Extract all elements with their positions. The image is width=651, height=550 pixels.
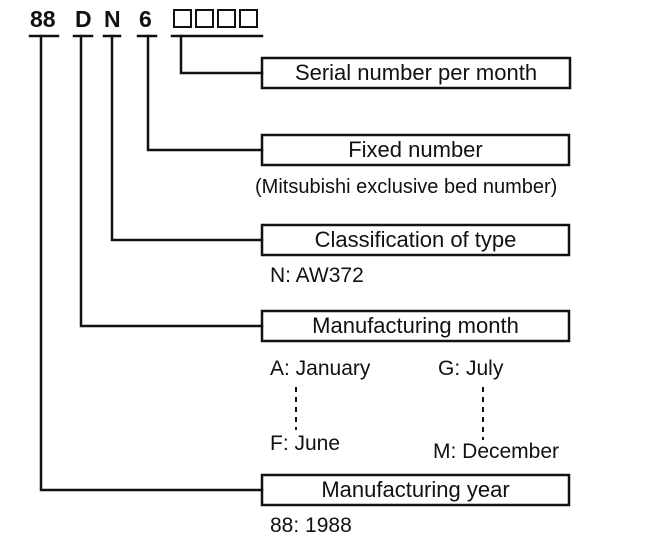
serial-digit-box — [217, 9, 236, 28]
note-year: 88: 1988 — [270, 514, 352, 537]
connector-year — [39, 34, 264, 492]
code-month: D — [75, 6, 92, 32]
month-example-a: A: January — [270, 357, 371, 380]
connector-serial — [179, 34, 264, 75]
label-month: Manufacturing month — [312, 313, 519, 338]
label-year: Manufacturing year — [321, 477, 510, 502]
box-month — [260, 309, 571, 343]
box-serial — [260, 56, 572, 90]
connector-month — [79, 34, 264, 328]
serial-digit-box — [195, 9, 214, 28]
code-fixed: 6 — [139, 6, 152, 32]
serial-digit-box — [173, 9, 192, 28]
code-type: N — [104, 6, 121, 32]
label-fixed: Fixed number — [348, 137, 483, 162]
month-example-m: M: December — [433, 440, 560, 463]
label-classification: Classification of type — [314, 227, 517, 252]
month-example-f: F: June — [270, 432, 341, 455]
connector-fixed — [146, 34, 264, 152]
serial-digit-box — [239, 9, 258, 28]
connector-classification — [110, 34, 264, 242]
box-fixed — [260, 133, 571, 167]
code-year: 88 — [30, 6, 56, 32]
box-classification — [260, 223, 571, 257]
box-year — [260, 473, 571, 507]
label-serial: Serial number per month — [294, 60, 538, 85]
note-classification: N: AW372 — [270, 264, 364, 287]
note-fixed: (Mitsubishi exclusive bed number) — [255, 176, 558, 198]
month-example-g: G: July — [438, 357, 504, 380]
